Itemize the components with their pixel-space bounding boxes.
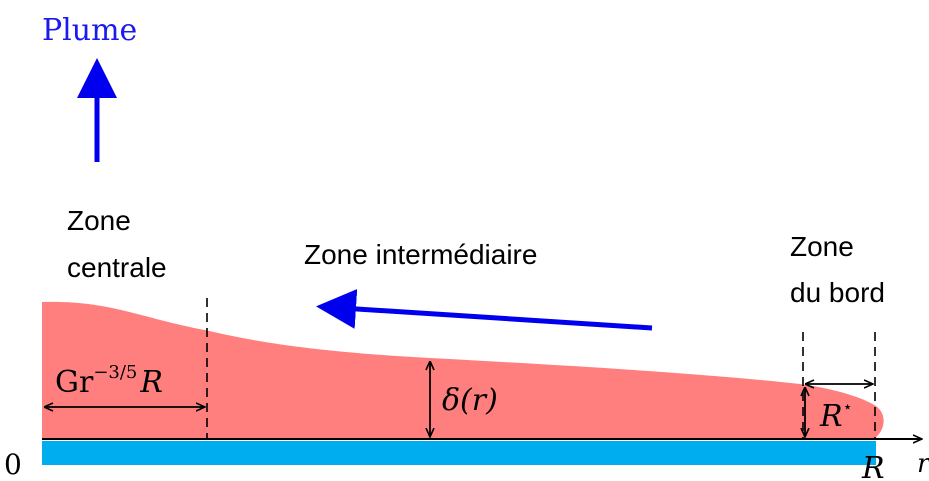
- zone-edge-line2: du bord: [790, 277, 885, 308]
- thickness-label: δ(r): [442, 383, 498, 418]
- plume-label: Plume: [42, 13, 137, 48]
- origin-label: 0: [4, 448, 22, 481]
- zone-central-line2: centrale: [67, 252, 167, 283]
- inward-flow-arrow: [316, 288, 653, 331]
- zone-central-line1: Zone: [67, 205, 131, 236]
- zone-intermediate-label: Zone intermédiaire: [304, 239, 537, 270]
- axis-end-label: R: [861, 451, 885, 481]
- plate: [42, 441, 876, 465]
- edge-width-label: R⋆: [819, 397, 853, 434]
- boundary-layer: [42, 301, 884, 439]
- zone-edge-line1: Zone: [790, 231, 854, 262]
- axis-variable-label: r: [917, 449, 929, 479]
